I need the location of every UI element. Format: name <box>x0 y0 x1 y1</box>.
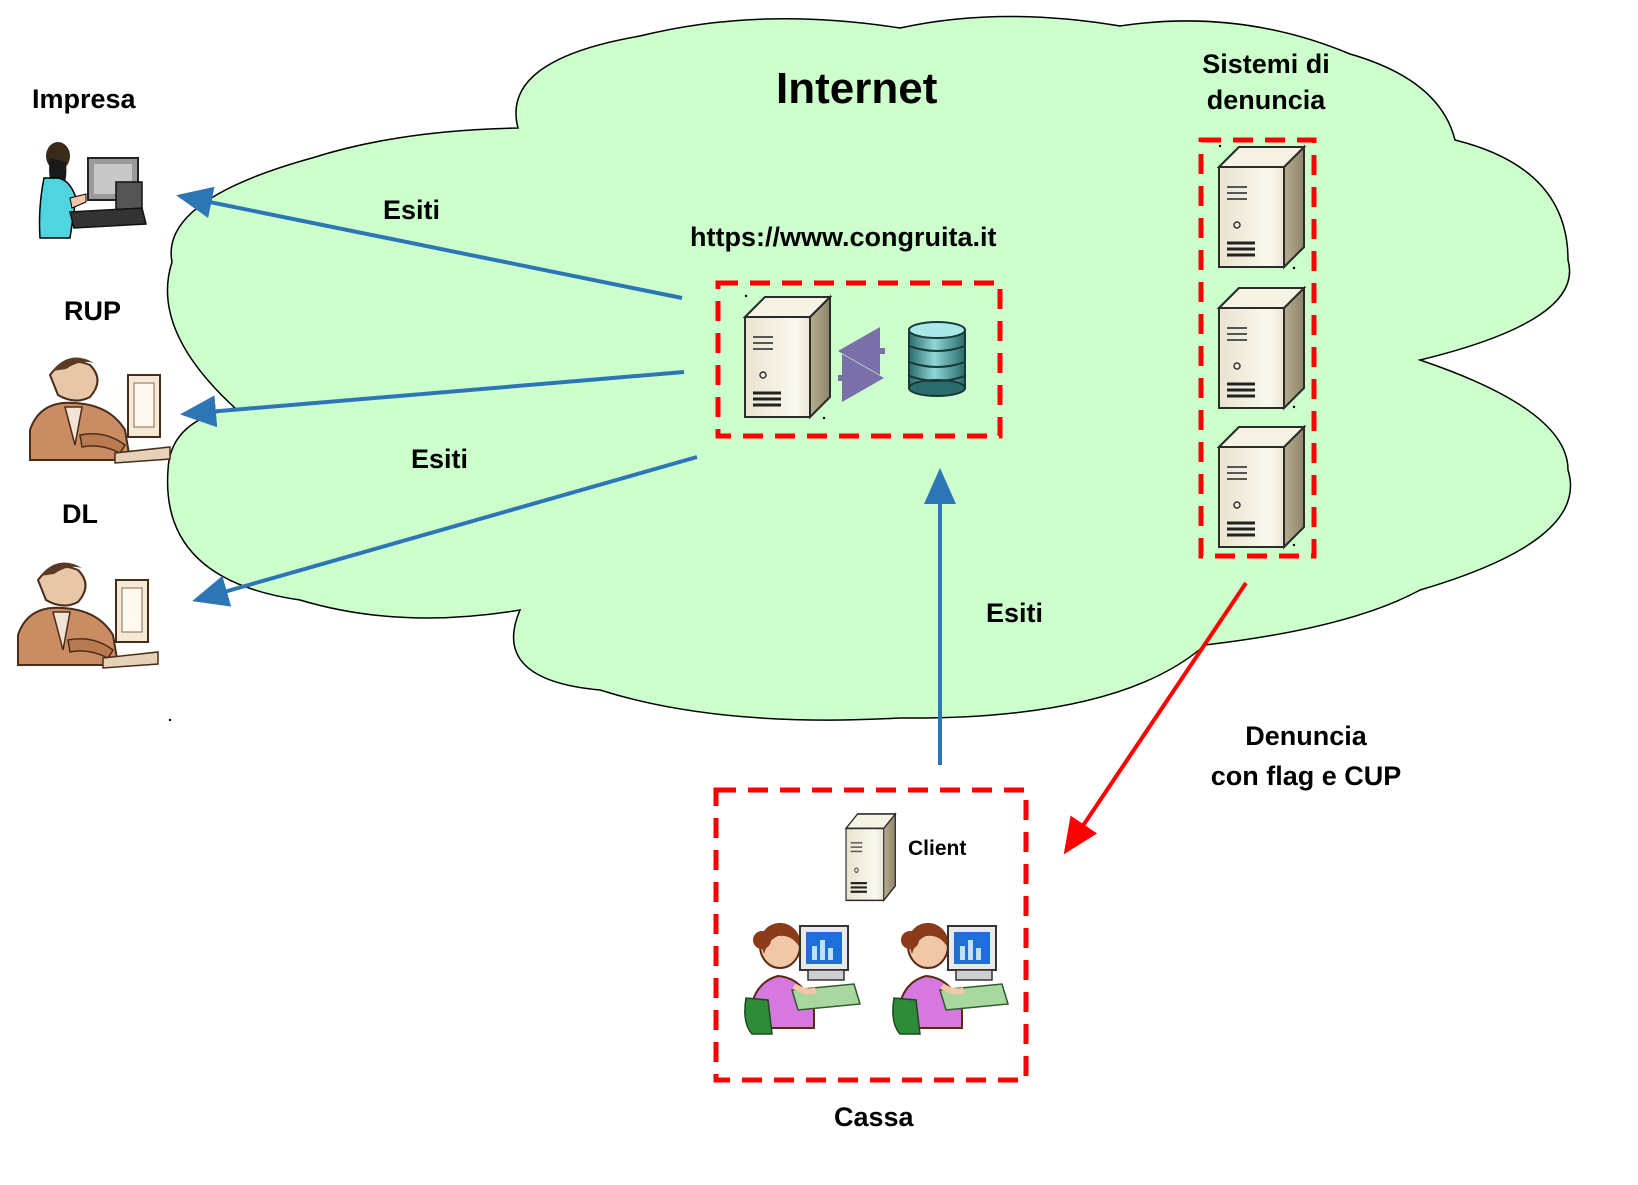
denuncia-label: Denuncia con flag e CUP <box>1186 716 1426 796</box>
cassa-label: Cassa <box>834 1102 914 1132</box>
client-tower-icon <box>844 812 897 902</box>
esiti-label-2: Esiti <box>411 444 469 474</box>
portal-dashed-box <box>715 280 1003 439</box>
dl-businessman-icon <box>17 561 159 669</box>
sistemi-dashed-box <box>1198 137 1317 559</box>
denuncia-arrow <box>1063 581 1248 855</box>
sistemi-server-icon-3 <box>1217 425 1306 549</box>
esiti-label-1: Esiti <box>383 195 441 225</box>
dl-label: DL <box>62 499 98 529</box>
sistemi-label-line2: denuncia <box>1206 85 1326 115</box>
esiti-arrow-rup <box>180 370 685 428</box>
cassa-dashed-box <box>713 787 1029 1083</box>
cassa-operator-icon-2 <box>893 923 1008 1034</box>
sistemi-label: Sistemi di denuncia <box>1186 46 1346 118</box>
client-label: Client <box>908 837 967 860</box>
rup-businessman-icon <box>29 356 171 464</box>
portal-url-label: https://www.congruita.it <box>690 222 997 252</box>
denuncia-label-line1: Denuncia <box>1245 721 1367 751</box>
internet-cloud <box>166 15 1572 721</box>
sistemi-label-line1: Sistemi di <box>1202 49 1330 79</box>
impresa-label: Impresa <box>32 84 136 114</box>
sistemi-server-icon-1 <box>1217 145 1306 269</box>
impresa-woman-computer-icon <box>38 141 147 239</box>
cassa-operator-icon-1 <box>745 923 860 1034</box>
esiti-label-3: Esiti <box>986 598 1044 628</box>
sistemi-server-icon-2 <box>1217 286 1306 410</box>
internet-title: Internet <box>776 64 938 113</box>
rup-label: RUP <box>64 296 122 326</box>
esiti-arrow-impresa <box>176 186 683 300</box>
database-icon <box>908 321 966 397</box>
denuncia-label-line2: con flag e CUP <box>1210 761 1402 791</box>
portal-server-icon <box>743 295 832 419</box>
esiti-arrow-dl <box>192 455 698 607</box>
